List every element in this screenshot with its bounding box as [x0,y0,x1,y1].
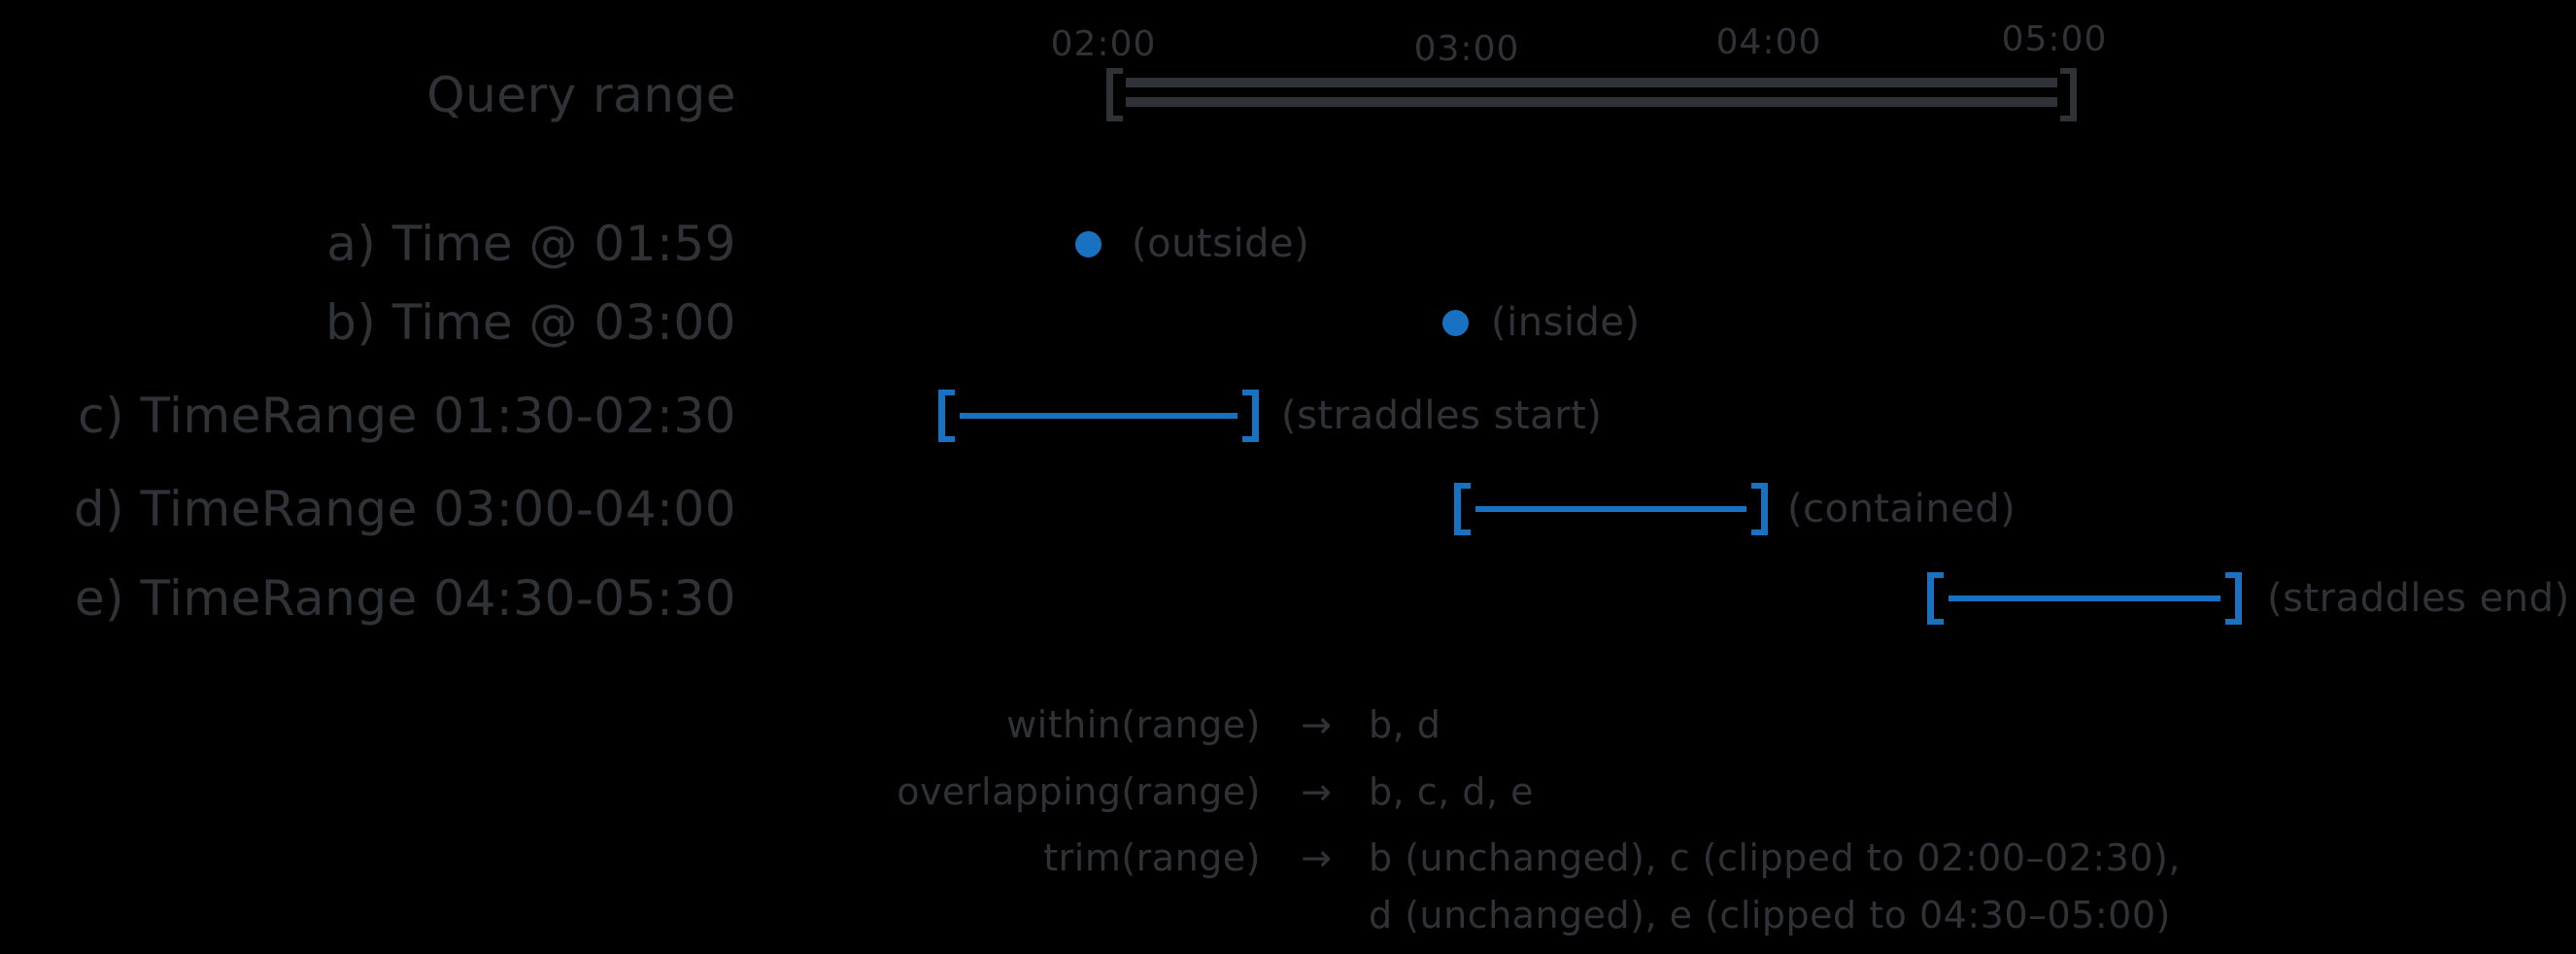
range-bar-e [1927,572,2242,625]
result-value: b, d [1369,703,1441,746]
timeline-tick-label: 02:00 [1050,24,1157,64]
result-value-continued: d (unchanged), e (clipped to 04:30–05:00… [1369,894,2171,937]
left-bracket-icon [1106,68,1123,121]
query-range-bar [1106,68,2077,121]
range-bar-line [1475,506,1746,512]
timeline-tick-label: 05:00 [2001,19,2108,59]
arrow-icon: → [1301,836,1332,879]
range-bar-c [938,390,1259,442]
function-name: within(range) [1006,703,1261,746]
point-dot-b [1442,310,1469,336]
row-label-d: d) TimeRange 03:00-04:00 [73,481,736,537]
row-label-c: c) TimeRange 01:30-02:30 [78,388,736,444]
row-label-a: a) Time @ 01:59 [326,216,736,272]
right-bracket-icon [2225,572,2242,625]
query-bar-line [1126,97,2057,107]
timeline-tick-label: 03:00 [1413,29,1520,69]
caption-a: (outside) [1132,221,1310,266]
caption-e: (straddles end) [2267,576,2570,621]
right-bracket-icon [1751,483,1768,535]
query-bar-line [1126,78,2057,87]
caption-c: (straddles start) [1281,393,1603,438]
left-bracket-icon [1454,483,1471,535]
arrow-icon: → [1301,703,1332,746]
caption-b: (inside) [1491,300,1641,345]
result-value: b, c, d, e [1369,770,1534,813]
caption-d: (contained) [1787,487,2017,531]
timeline-tick-label: 04:00 [1715,22,1822,62]
row-label-e: e) TimeRange 04:30-05:30 [74,570,736,627]
left-bracket-icon [1927,572,1944,625]
range-bar-d [1454,483,1768,535]
arrow-icon: → [1301,770,1332,813]
point-dot-a [1075,231,1102,257]
range-bar-line [960,413,1237,419]
right-bracket-icon [1242,390,1259,442]
result-value: b (unchanged), c (clipped to 02:00–02:30… [1369,836,2181,879]
function-name: overlapping(range) [897,770,1261,813]
function-name: trim(range) [1043,836,1261,879]
left-bracket-icon [938,390,955,442]
range-bar-line [1949,596,2220,601]
right-bracket-icon [2060,68,2077,121]
row-label-b: b) Time @ 03:00 [325,294,736,351]
query-range-label: Query range [426,66,736,123]
